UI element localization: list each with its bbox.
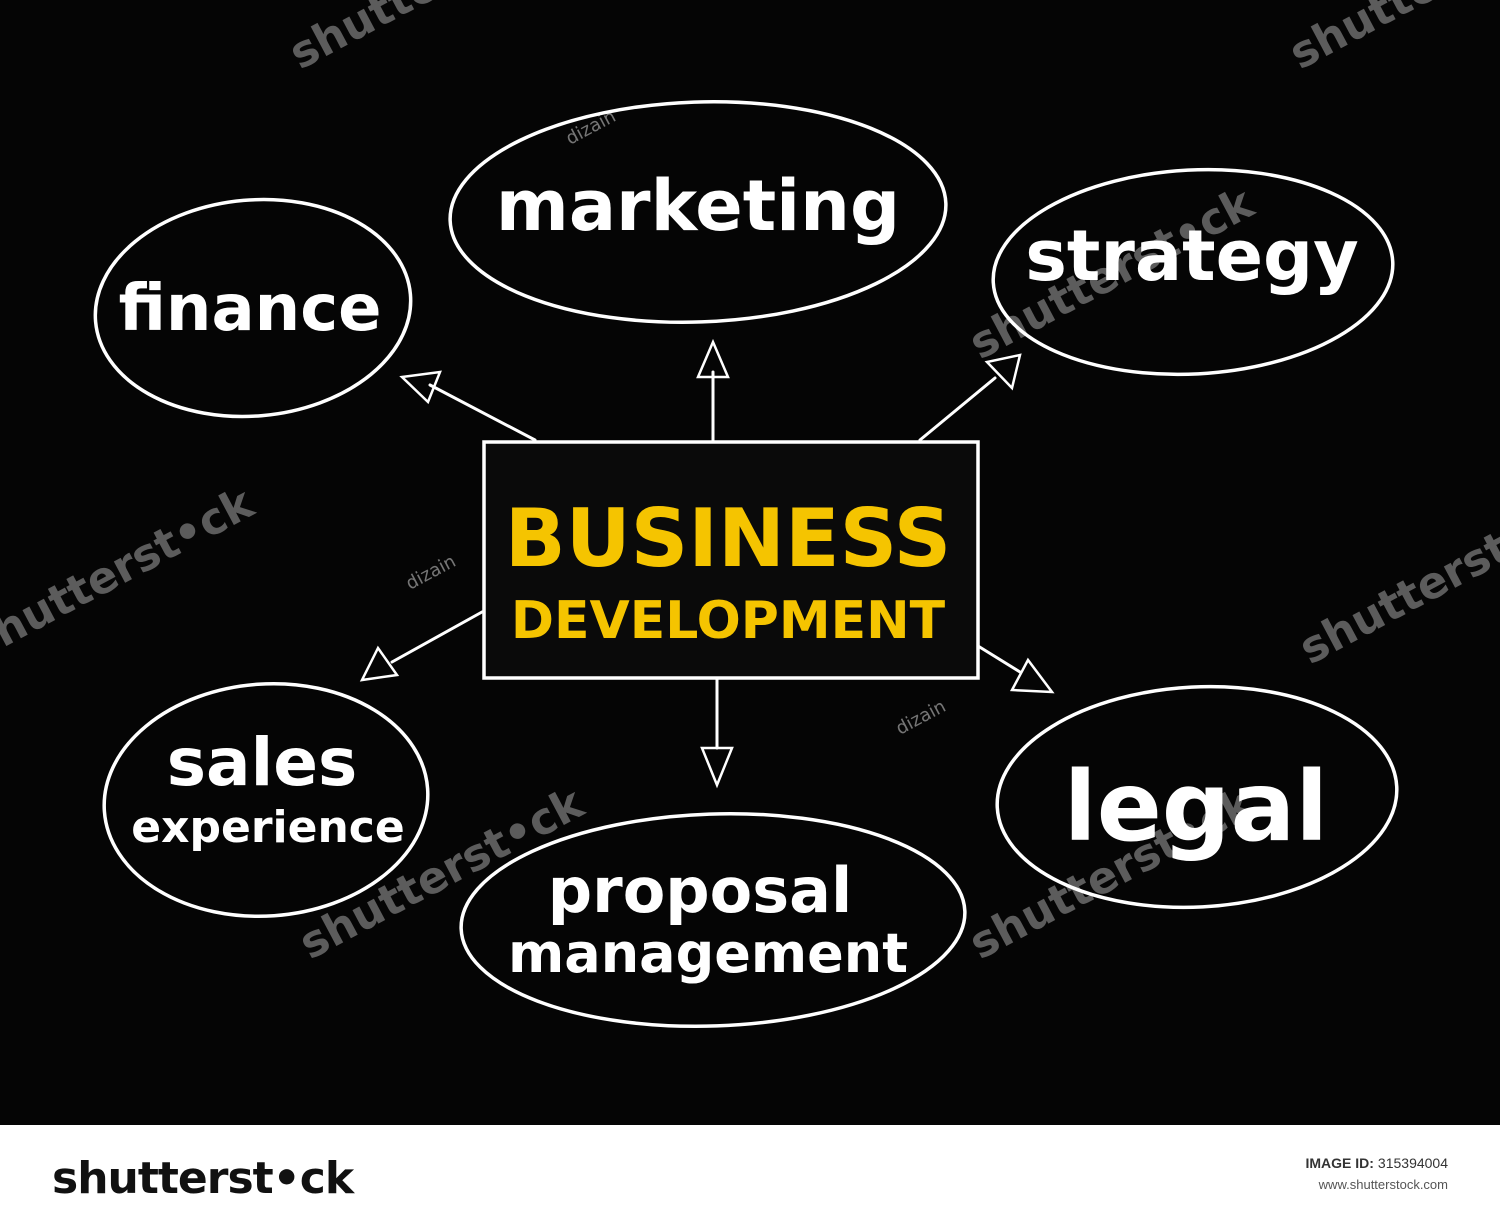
experience-label: experience xyxy=(131,802,404,853)
connector-legal xyxy=(976,644,1022,674)
central-topic-box xyxy=(482,440,980,680)
stock-footer: shutterst•ck IMAGE ID:315394004 www.shut… xyxy=(0,1125,1500,1225)
finance-outline xyxy=(93,197,413,419)
watermark-text: shutterst•ck xyxy=(281,0,583,80)
proposal-label: proposal xyxy=(548,854,853,927)
arrowhead-proposal xyxy=(700,746,734,789)
arrowhead-finance xyxy=(399,370,442,405)
node-outline-layer xyxy=(93,99,1399,1029)
image-id-value: 315394004 xyxy=(1377,1155,1448,1171)
watermark-text: shutterst•ck xyxy=(1291,482,1500,675)
strategy-outline xyxy=(991,167,1395,377)
management-label: management xyxy=(508,922,908,985)
image-id-block: IMAGE ID:315394004 www.shutterstock.com xyxy=(1305,1155,1448,1192)
legal-outline xyxy=(995,684,1399,910)
marketing-outline xyxy=(448,99,948,325)
watermark-text: shutterst•ck xyxy=(0,477,263,670)
connector-strategy xyxy=(918,376,997,442)
strategy-label: strategy xyxy=(1025,215,1359,297)
central-topic: BUSINESS DEVELOPMENT xyxy=(482,440,980,680)
connector-layer xyxy=(359,338,1055,789)
mind-map-board: shutterst•ck shutterst•ck shutterst•ck s… xyxy=(0,0,1500,1029)
connector-sales xyxy=(390,610,484,664)
arrowhead-legal xyxy=(1009,657,1055,694)
arrowhead-sales xyxy=(359,645,400,682)
mind-map-canvas: shutterst•ck shutterst•ck shutterst•ck s… xyxy=(0,0,1500,1029)
sales-outline xyxy=(102,681,430,919)
image-id-label: IMAGE ID: xyxy=(1305,1155,1374,1171)
central-topic-title: BUSINESS xyxy=(505,492,952,585)
proposal-outline xyxy=(459,811,967,1029)
arrowhead-marketing xyxy=(696,338,730,379)
node-label-layer: finance marketing strategy sales experie… xyxy=(118,165,1358,985)
author-watermark: dizain xyxy=(892,696,949,740)
sales-label: sales xyxy=(167,724,358,801)
central-topic-subtitle: DEVELOPMENT xyxy=(511,591,946,651)
marketing-label: marketing xyxy=(496,165,900,247)
image-id-row: IMAGE ID:315394004 xyxy=(1305,1155,1448,1171)
arrowhead-strategy xyxy=(984,353,1022,391)
author-watermark: dizain xyxy=(402,551,459,595)
watermark-text: shutterst•ck xyxy=(1281,0,1500,80)
site-url: www.shutterstock.com xyxy=(1318,1177,1448,1192)
shutterstock-logo: shutterst•ck xyxy=(52,1153,354,1204)
finance-label: finance xyxy=(118,272,381,346)
legal-label: legal xyxy=(1064,751,1328,863)
connector-finance xyxy=(428,383,537,442)
